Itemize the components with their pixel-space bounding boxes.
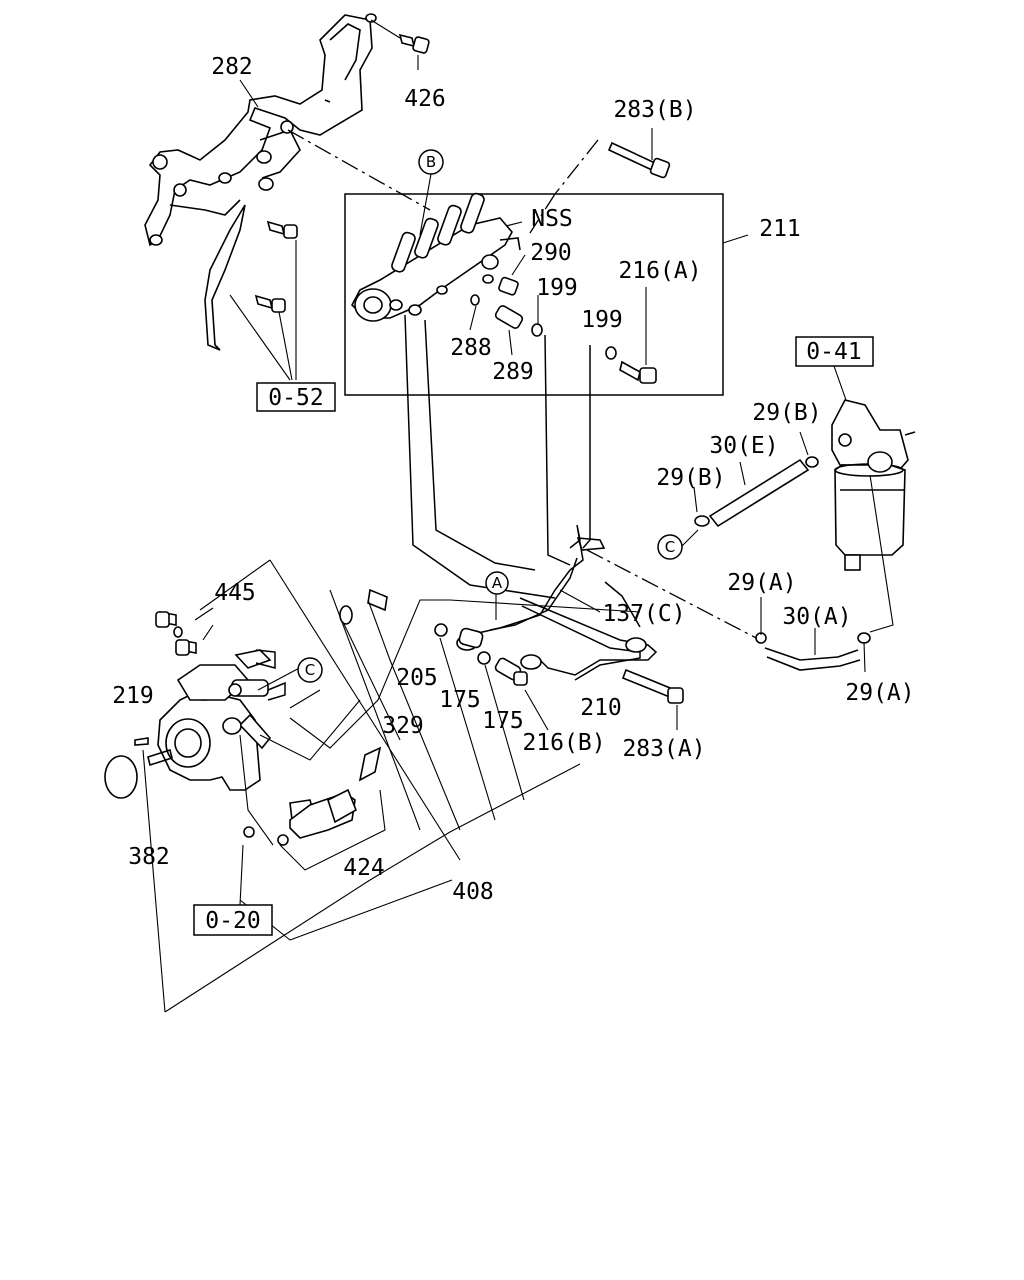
marker-c-left: [297, 657, 323, 683]
centerline: [586, 549, 761, 641]
callout-30e: 30(E): [709, 433, 778, 459]
pump-connectors: [104, 588, 684, 846]
marker-c-right-letter: C: [665, 538, 675, 556]
leader-lines: [142, 559, 678, 1013]
callout-219: 219: [112, 683, 154, 709]
rail-parts: [470, 274, 657, 384]
callout-199-a: 199: [536, 275, 578, 301]
marker-a-letter: A: [492, 574, 503, 592]
centerline: [287, 129, 431, 211]
callout-29a-upper: 29(A): [727, 570, 796, 596]
centerline: [529, 193, 556, 234]
bracket-bolts: [229, 220, 298, 381]
marker-a: [485, 571, 509, 620]
callout-nss: NSS: [531, 206, 573, 232]
hose-30e: [693, 431, 819, 528]
common-rail: [351, 192, 521, 322]
callout-426: 426: [404, 86, 446, 112]
callout-175-a: 175: [439, 687, 481, 713]
callout-205: 205: [396, 665, 438, 691]
ref-box-0-52: [256, 382, 336, 412]
bolt-426: [370, 19, 430, 54]
callout-290: 290: [530, 240, 572, 266]
callout-216b: 216(B): [522, 730, 605, 756]
centerline: [554, 139, 599, 195]
hose-30a: [755, 474, 894, 673]
callout-30a: 30(A): [782, 604, 851, 630]
callout-282: 282: [211, 54, 253, 80]
callout-283b: 283(B): [613, 97, 696, 123]
callout-424: 424: [343, 855, 385, 881]
callout-29a-lower: 29(A): [845, 680, 914, 706]
supply-pump: [147, 649, 286, 791]
marker-b: [418, 149, 444, 236]
callout-216a: 216(A): [618, 258, 701, 284]
rail-assembly-box: [344, 193, 724, 396]
callout-175-b: 175: [482, 708, 524, 734]
marker-b-letter: B: [426, 153, 436, 171]
marker-c-left-letter: C: [305, 661, 315, 679]
fuel-pipes: [404, 314, 658, 681]
bracket-282: [144, 13, 377, 351]
callout-408: 408: [452, 879, 494, 905]
ref-box-0-41: [795, 336, 874, 367]
ref-label-0-52: 0-52: [268, 385, 323, 411]
callout-445: 445: [214, 580, 256, 606]
callout-289: 289: [492, 359, 534, 385]
fuel-filter: [831, 399, 916, 571]
callout-199-b: 199: [581, 307, 623, 333]
callout-382: 382: [128, 844, 170, 870]
callout-210: 210: [580, 695, 622, 721]
callout-329: 329: [382, 713, 424, 739]
ref-label-0-20: 0-20: [205, 908, 260, 934]
callout-288: 288: [450, 335, 492, 361]
callout-29b-upper: 29(B): [752, 400, 821, 426]
callout-211: 211: [759, 216, 801, 242]
callout-283a: 283(A): [622, 736, 705, 762]
marker-c-right: [657, 529, 699, 560]
bolt-283b: [607, 128, 671, 179]
ref-box-0-20: [193, 904, 273, 936]
callout-137c: 137(C): [602, 601, 685, 627]
callout-29b-lower: 29(B): [656, 465, 725, 491]
ref-label-0-41: 0-41: [806, 339, 861, 365]
